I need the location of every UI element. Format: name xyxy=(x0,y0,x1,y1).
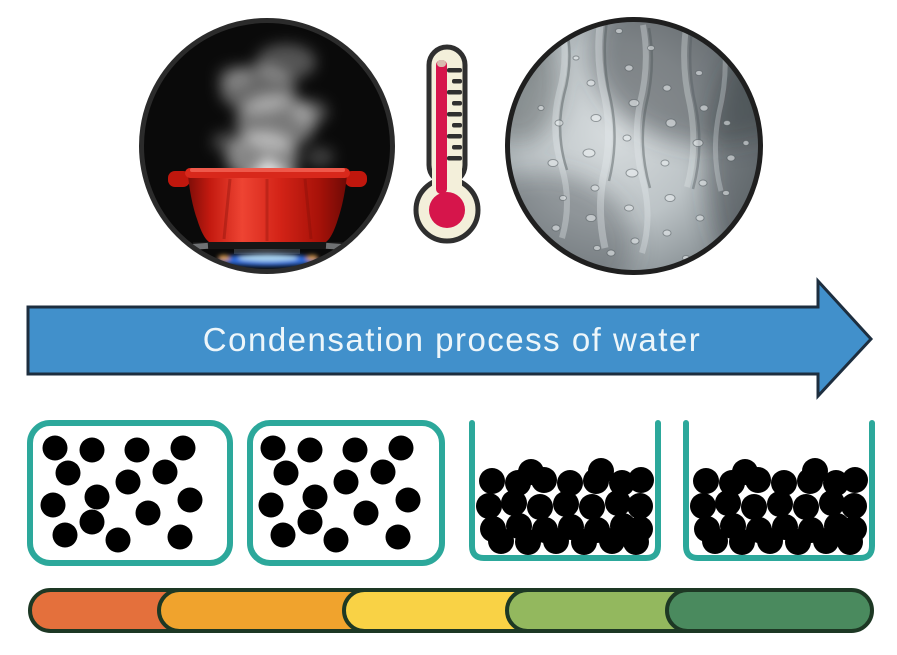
gas-container-2 xyxy=(247,420,445,566)
liquid-particles-2 xyxy=(690,458,868,555)
pot-photo-border xyxy=(139,18,395,274)
thermometer-scale xyxy=(447,68,462,161)
mercury-bulb xyxy=(429,192,465,228)
liquid-particles-1 xyxy=(476,458,654,555)
arrow-label: Condensation process of water xyxy=(203,321,701,358)
water-droplets xyxy=(537,28,750,261)
arrow-shape xyxy=(26,277,874,400)
glass-photo-border xyxy=(505,17,763,275)
temperature-gradient-bar xyxy=(0,585,897,645)
liquid-container-1 xyxy=(469,420,661,561)
thermometer-icon xyxy=(413,44,481,246)
boiling-pot-photo xyxy=(138,17,396,275)
particle-diagram xyxy=(0,408,897,573)
bar-segment-5 xyxy=(665,588,874,633)
gas-container-1 xyxy=(27,420,233,566)
condensation-photo xyxy=(501,13,767,279)
mercury-column xyxy=(436,60,447,194)
liquid-container-2 xyxy=(683,420,875,561)
process-arrow: Condensation process of water xyxy=(0,275,897,405)
red-pot xyxy=(168,168,367,242)
water-streaks xyxy=(552,20,728,254)
